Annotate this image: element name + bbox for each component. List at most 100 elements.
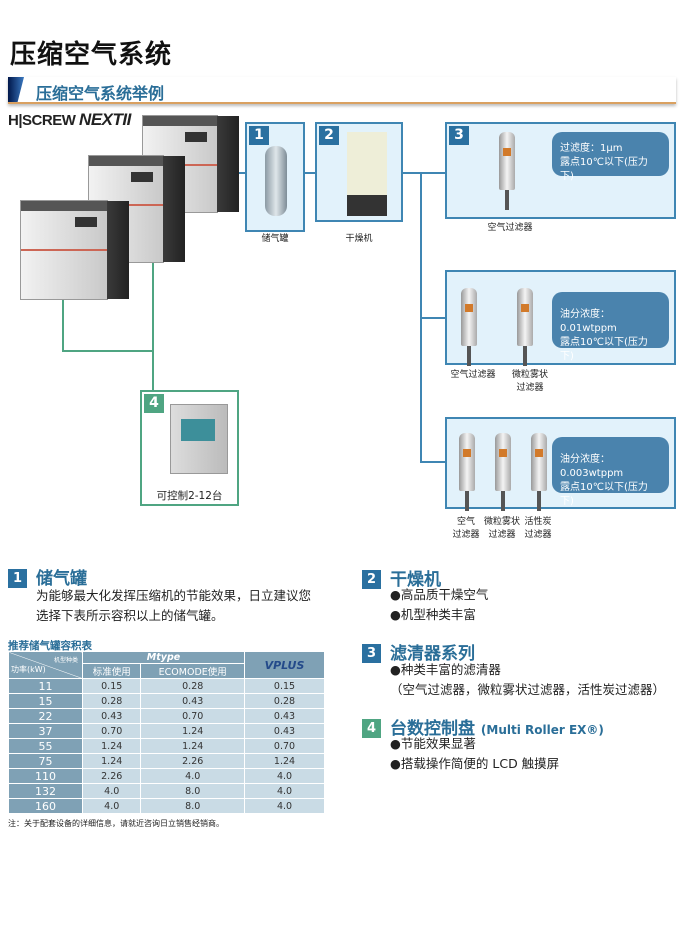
volume-cell: 4.0 — [81, 783, 142, 799]
sec1-heading: 1 储气罐 — [8, 564, 87, 589]
control-panel-caption: 可控制2-12台 — [156, 490, 223, 502]
corner-top: 机型种类 — [53, 657, 78, 664]
air-filter-image — [499, 132, 515, 210]
sec-title: 滤清器系列 — [390, 644, 475, 664]
volume-cell: 1.24 — [81, 738, 142, 754]
table-corner: 机型种类功率(kW) — [8, 651, 83, 679]
list-item: ●机型种类丰富 — [390, 607, 476, 622]
air-tank-image — [265, 146, 287, 216]
volume-cell: 0.70 — [244, 738, 325, 754]
spec-line: 油分浓度：0.003wtppm — [560, 454, 624, 479]
list-item: （空气过滤器，微粒雾状过滤器，活性炭过滤器） — [390, 682, 666, 697]
volume-cell: 8.0 — [140, 783, 245, 799]
volume-cell: 0.43 — [244, 708, 325, 724]
sec-subtitle: (Multi Roller EX®) — [480, 723, 604, 737]
volume-cell: 4.0 — [140, 768, 245, 784]
sec-number: 4 — [362, 719, 381, 738]
control-panel-box: 4 可控制2-12台 — [140, 390, 239, 506]
volume-cell: 4.0 — [244, 783, 325, 799]
text-line: 为能够最大化发挥压缩机的节能效果，日立建议您 — [36, 588, 312, 603]
header-wedge — [8, 77, 24, 102]
spec-line: 油分浓度：0.01wtppm — [560, 309, 617, 334]
mtype-header: Mtype — [82, 651, 245, 664]
dryer-image — [347, 132, 387, 216]
sec-number: 3 — [362, 644, 381, 663]
list-item: ●节能效果显著 — [390, 736, 476, 751]
volume-cell: 1.24 — [140, 723, 245, 739]
volume-cell: 0.28 — [81, 693, 142, 709]
power-cell: 110 — [8, 768, 83, 784]
volume-cell: 0.43 — [140, 693, 245, 709]
volume-cell: 4.0 — [81, 798, 142, 814]
volume-cell: 2.26 — [81, 768, 142, 784]
control-panel-image — [170, 404, 228, 474]
volume-cell: 0.43 — [81, 708, 142, 724]
page-title: 压缩空气系统 — [10, 40, 173, 70]
sec2-list: ●高品质干燥空气 ●机型种类丰富 — [390, 585, 488, 625]
sec-number: 1 — [8, 569, 27, 588]
list-item: ●种类丰富的滤清器 — [390, 662, 501, 677]
air-tank-caption: 储气罐 — [261, 234, 289, 244]
logo-name: NEXT — [79, 110, 123, 129]
sec4-list: ●节能效果显著●搭载操作简便的 LCD 触摸屏 — [390, 734, 559, 774]
list-item: ●高品质干燥空气 — [390, 587, 489, 602]
power-cell: 37 — [8, 723, 83, 739]
volume-cell: 0.70 — [81, 723, 142, 739]
vplus-header: VPLUS — [244, 651, 325, 679]
air-filter-image — [459, 433, 475, 511]
volume-cell: 0.15 — [244, 678, 325, 694]
box-number: 2 — [319, 126, 339, 145]
volume-cell: 0.28 — [244, 693, 325, 709]
power-cell: 132 — [8, 783, 83, 799]
sec3-heading: 3 滤清器系列 — [362, 639, 475, 664]
compressor-image — [20, 200, 129, 300]
col-header: ECOMODE使用 — [140, 663, 245, 679]
sec3-list: ●种类丰富的滤清器 （空气过滤器，微粒雾状过滤器，活性炭过滤器） — [390, 660, 665, 700]
volume-cell: 1.24 — [81, 753, 142, 769]
carbon-filter-image — [531, 433, 547, 511]
filter-caption: 微粒雾状 过滤器 — [484, 517, 521, 540]
volume-cell: 0.28 — [140, 678, 245, 694]
table-title: 推荐储气罐容积表 — [8, 640, 92, 652]
sec-number: 2 — [362, 570, 381, 589]
air-tank-box: 1 — [245, 122, 305, 232]
filter-caption: 空气过滤器 — [450, 370, 496, 380]
control-line — [62, 350, 154, 352]
sec-title: 储气罐 — [36, 569, 87, 589]
section-header: 压缩空气系统举例 — [8, 77, 676, 104]
spec-line: 过滤度：1μm — [560, 143, 623, 154]
power-cell: 160 — [8, 798, 83, 814]
dryer-caption: 干燥机 — [345, 234, 373, 244]
text-line: 选择下表所示容积以上的储气罐。 — [36, 608, 224, 623]
corner-bottom: 功率(kW) — [11, 665, 46, 674]
sec-title: 干燥机 — [390, 570, 441, 590]
volume-cell: 0.15 — [81, 678, 142, 694]
filter-caption: 空气过滤器 — [487, 223, 533, 233]
dryer-box: 2 — [315, 122, 403, 222]
filter-caption: 活性炭 过滤器 — [524, 517, 552, 540]
power-cell: 75 — [8, 753, 83, 769]
box-number: 4 — [144, 394, 164, 413]
box-number: 1 — [249, 126, 269, 145]
spec-line: 露点10℃以下(压力下) — [560, 337, 648, 362]
power-cell: 11 — [8, 678, 83, 694]
mist-filter-image — [495, 433, 511, 511]
filter-caption: 微粒雾状 过滤器 — [511, 370, 548, 393]
volume-cell: 0.43 — [244, 723, 325, 739]
control-line — [152, 260, 154, 392]
sec1-text: 为能够最大化发挥压缩机的节能效果，日立建议您选择下表所示容积以上的储气罐。 — [36, 586, 311, 626]
sec2-heading: 2 干燥机 — [362, 565, 441, 590]
product-logo: H|SCREW NEXTII — [8, 110, 131, 130]
